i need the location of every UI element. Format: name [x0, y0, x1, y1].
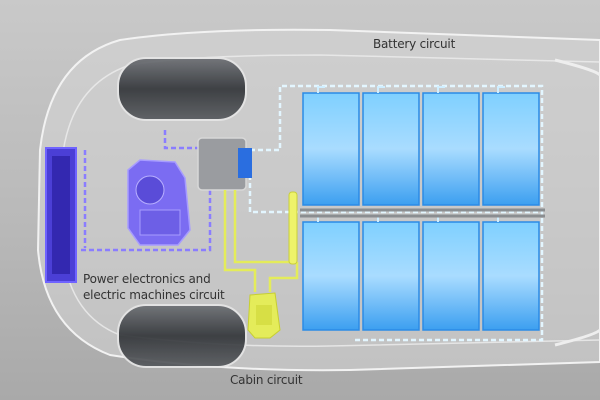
battery-cell: [422, 92, 480, 206]
cabin-heat-exchanger: [247, 292, 281, 339]
electric-motor: [127, 159, 191, 246]
cabin-circuit-label: Cabin circuit: [230, 373, 303, 387]
battery-cooling-rails: [300, 208, 545, 218]
power-electronics-unit: [197, 137, 252, 191]
front-right-wheel: [117, 304, 247, 368]
power-circuit-label-line1: Power electronics and: [83, 272, 211, 286]
battery-cell: [362, 92, 420, 206]
battery-pack: [302, 86, 540, 331]
battery-cell: [362, 221, 420, 331]
battery-cell: [302, 92, 360, 206]
battery-cell: [482, 92, 540, 206]
power-circuit-label-line2: electric machines circuit: [83, 288, 225, 302]
cell-coolant-connector: [437, 86, 445, 93]
battery-circuit-lines: [248, 84, 544, 342]
cell-coolant-connector: [317, 86, 325, 93]
cell-coolant-connector: [377, 86, 385, 93]
battery-cell: [482, 221, 540, 331]
battery-cell: [302, 221, 360, 331]
radiator: [45, 147, 77, 283]
battery-circuit-label: Battery circuit: [373, 37, 456, 51]
front-left-wheel: [117, 57, 247, 121]
cell-coolant-connector: [497, 86, 505, 93]
battery-cell: [422, 221, 480, 331]
cabin-heater-core: [288, 191, 298, 265]
power-circuit-lines: [80, 130, 212, 252]
